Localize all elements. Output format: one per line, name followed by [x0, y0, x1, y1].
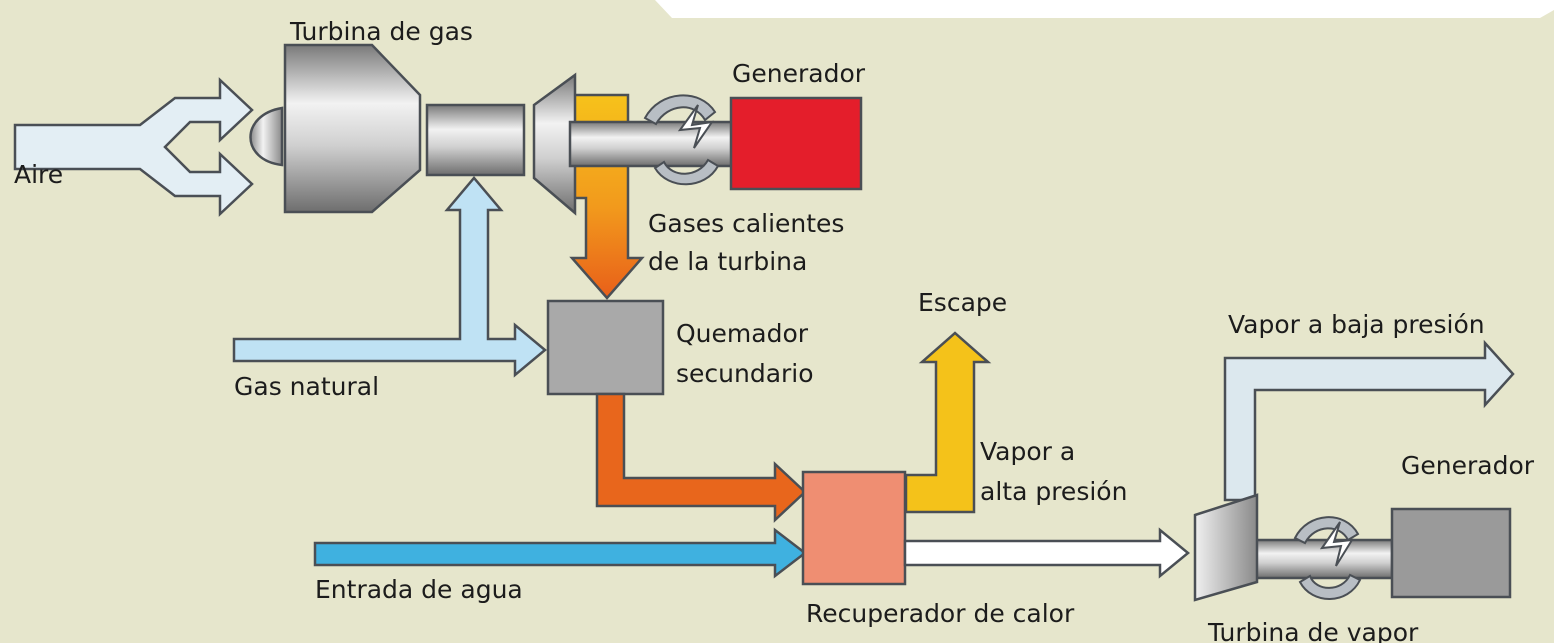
secondary-burner-box [546, 299, 665, 396]
natural-gas-flow-arrow [232, 176, 547, 378]
steam-turbine-label: Turbina de vapor [1207, 618, 1419, 643]
hot-gas-flow-bottom [595, 392, 807, 523]
gas-turbine-compressor [283, 43, 422, 214]
hot-gases-label-line2: de la turbina [648, 247, 807, 276]
generator-bottom-box [1390, 507, 1512, 599]
natural-gas-label: Gas natural [234, 372, 379, 401]
low-pressure-steam-arrow [1223, 339, 1515, 502]
turbine-nose-cone [249, 106, 284, 167]
rotation-arrow-icon-bottom [1293, 516, 1362, 600]
water-inlet-arrow [313, 527, 808, 579]
generator-top-label: Generador [732, 59, 866, 88]
water-inlet-label: Entrada de agua [315, 575, 523, 604]
burner-label-line2: secundario [676, 359, 814, 388]
turbine-shaft-bottom [1248, 538, 1394, 580]
air-flow-arrow [13, 77, 254, 217]
gas-turbine-label: Turbina de gas [289, 17, 473, 46]
air-label: Aire [14, 160, 63, 189]
steam-flow-arrow [903, 527, 1190, 579]
escape-label: Escape [918, 288, 1007, 317]
generator-top-box [729, 96, 863, 191]
steam-turbine-cone [1193, 493, 1259, 602]
high-pressure-label-line1: Vapor a [980, 437, 1075, 466]
turbine-shaft-top [568, 120, 734, 168]
burner-label-line1: Quemador [676, 319, 809, 348]
header-panel [655, 0, 1554, 18]
heat-recovery-box [801, 470, 907, 586]
exhaust-flow-arrow [904, 331, 992, 514]
gas-turbine-combustor [425, 103, 526, 177]
high-pressure-label-line2: alta presión [980, 477, 1127, 506]
rotation-arrow-icon [643, 94, 720, 186]
heat-recovery-label: Recuperador de calor [806, 599, 1075, 628]
gas-turbine-expansion-cone [532, 72, 577, 216]
hot-gases-label-line1: Gases calientes [648, 209, 844, 238]
generator-bottom-label: Generador [1401, 451, 1535, 480]
low-pressure-steam-label: Vapor a baja presión [1228, 310, 1485, 339]
